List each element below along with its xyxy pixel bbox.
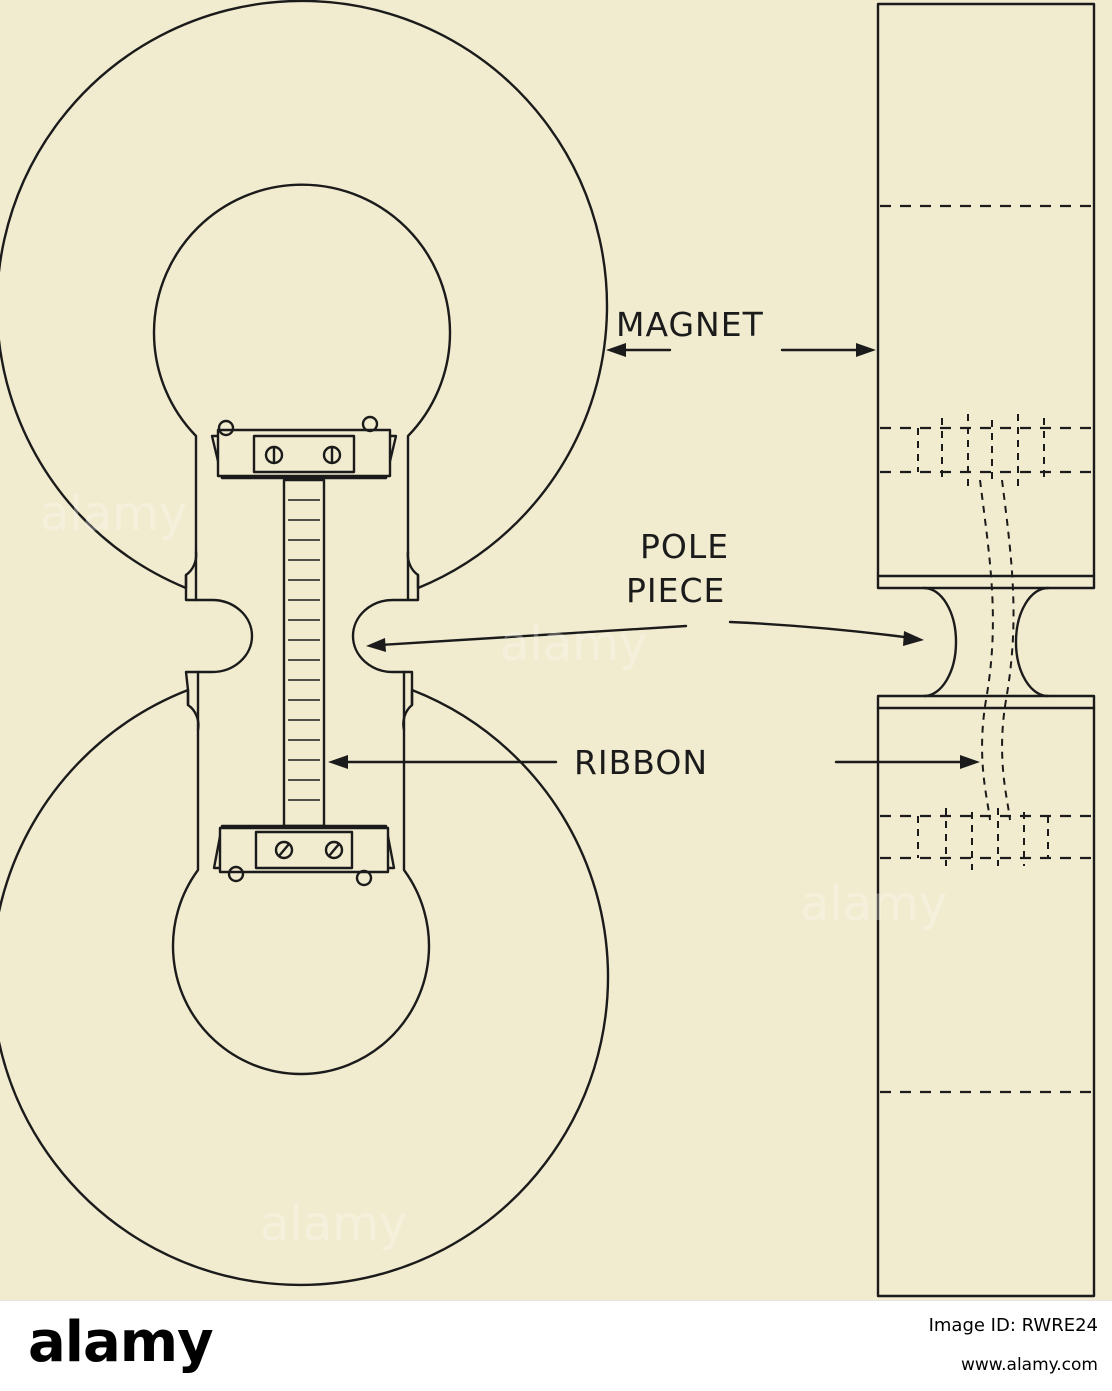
bottom-clamp bbox=[212, 824, 396, 887]
label-pole-line1: POLE bbox=[640, 527, 729, 566]
label-pole-line2: PIECE bbox=[626, 571, 725, 610]
watermark-text: alamy bbox=[500, 616, 647, 672]
label-ribbon: RIBBON bbox=[574, 743, 708, 782]
watermark-text: alamy bbox=[800, 876, 947, 932]
brand-logo[interactable]: alamy bbox=[28, 1310, 214, 1375]
upper-magnet-ring bbox=[0, 0, 609, 590]
arrow-left-icon bbox=[606, 343, 626, 357]
arrow-left-icon bbox=[328, 755, 348, 769]
label-magnet: MAGNET bbox=[616, 305, 764, 344]
side-upper-block bbox=[876, 2, 1096, 590]
leader-lines bbox=[328, 343, 980, 769]
arrow-right-icon bbox=[960, 755, 980, 769]
left-pole-piece bbox=[184, 573, 254, 707]
right-pole-piece bbox=[351, 573, 420, 707]
screw-icon bbox=[324, 840, 344, 860]
side-pole-piece bbox=[922, 586, 1050, 698]
footer-bar: alamy Image ID: RWRE24 www.alamy.com bbox=[0, 1300, 1112, 1391]
image-id: Image ID: RWRE24 bbox=[928, 1315, 1098, 1336]
site-url[interactable]: www.alamy.com bbox=[960, 1355, 1098, 1375]
ribbon-microphone-diagram: MAGNET POLE PIECE RIBBON alamy alamy ala… bbox=[0, 0, 1096, 1298]
lower-magnet-ring bbox=[0, 688, 610, 1287]
arrow-right-icon bbox=[903, 631, 924, 646]
arrow-left-icon bbox=[366, 638, 386, 652]
arrow-right-icon bbox=[856, 343, 876, 357]
front-view bbox=[0, 0, 610, 1287]
ribbon bbox=[282, 478, 326, 828]
watermark-layer: alamy alamy alamy alamy bbox=[40, 486, 947, 1252]
top-clamp bbox=[210, 415, 398, 480]
side-lower-block bbox=[876, 694, 1096, 1298]
screw-icon bbox=[274, 840, 294, 860]
side-view bbox=[876, 2, 1096, 1298]
watermark-text: alamy bbox=[40, 486, 187, 542]
watermark-text: alamy bbox=[260, 1196, 407, 1252]
